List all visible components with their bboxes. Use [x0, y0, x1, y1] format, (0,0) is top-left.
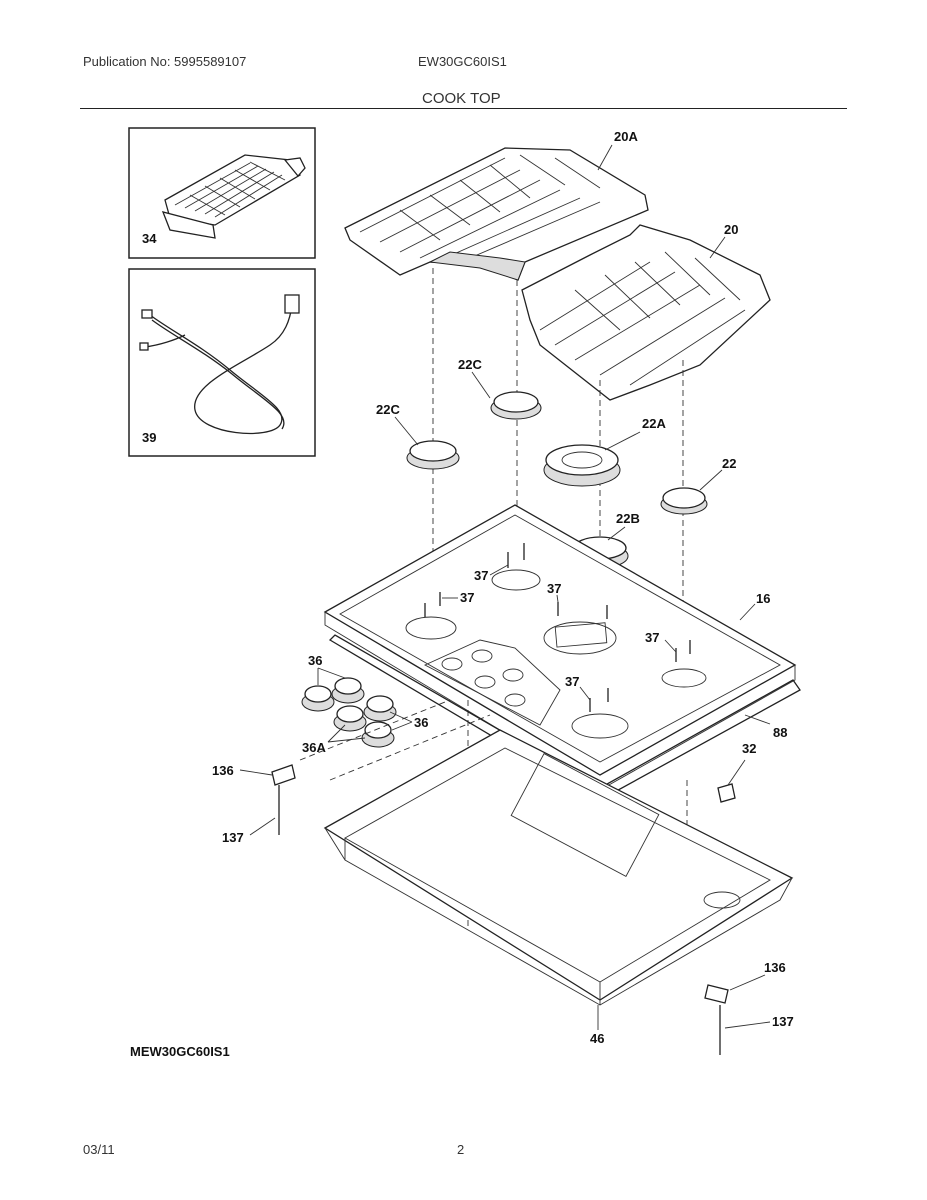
footer-date: 03/11	[83, 1142, 115, 1157]
callout-136-top: 136	[212, 763, 234, 778]
burner-box-46	[323, 729, 794, 1006]
callout-22A: 22A	[642, 416, 666, 431]
burner-cap-22C-rear	[490, 391, 542, 420]
wire-harness-icon	[139, 294, 300, 435]
callout-36: 36	[308, 653, 322, 668]
callout-37-e: 37	[565, 674, 579, 689]
callout-20A: 20A	[614, 129, 638, 144]
burner-cap-22C-left	[406, 440, 460, 470]
callout-16: 16	[756, 591, 770, 606]
callout-22C-left: 22C	[376, 402, 400, 417]
bracket-136-bottom	[704, 984, 729, 1055]
callout-34: 34	[142, 231, 157, 246]
callout-32: 32	[742, 741, 756, 756]
publication-number: Publication No: 5995589107	[83, 54, 247, 69]
igniter-32	[717, 783, 736, 803]
knob-icons	[301, 677, 397, 748]
grate-20A	[344, 147, 649, 281]
callout-137-top: 137	[222, 830, 244, 845]
callout-136-bottom: 136	[764, 960, 786, 975]
bracket-136-top	[271, 764, 296, 835]
burner-cap-22A	[543, 444, 621, 487]
callout-36A: 36A	[302, 740, 326, 755]
callout-137-bottom: 137	[772, 1014, 794, 1029]
callout-22B: 22B	[616, 511, 640, 526]
callout-20: 20	[724, 222, 738, 237]
callout-22: 22	[722, 456, 736, 471]
callout-36-b: 36	[414, 715, 428, 730]
griddle-icon	[161, 154, 306, 239]
header-rule	[80, 108, 847, 109]
cooktop-16	[323, 504, 797, 791]
callout-37-a: 37	[474, 568, 488, 583]
inset-griddle: 34	[128, 127, 316, 259]
burner-cap-22	[660, 487, 708, 515]
section-title: COOK TOP	[422, 90, 501, 107]
model-number: EW30GC60IS1	[418, 54, 507, 69]
callout-88: 88	[773, 725, 787, 740]
callout-39: 39	[142, 430, 156, 445]
screw-icons	[424, 543, 691, 712]
diagram-model-code: MEW30GC60IS1	[130, 1044, 230, 1059]
page-number: 2	[457, 1142, 465, 1157]
callout-22C-rear: 22C	[458, 357, 482, 372]
grate-20	[521, 224, 771, 401]
callout-37-d: 37	[645, 630, 659, 645]
callout-37-c: 37	[547, 581, 561, 596]
callout-37-b: 37	[460, 590, 474, 605]
inset-harness: 39	[128, 268, 316, 457]
callout-46: 46	[590, 1031, 604, 1046]
